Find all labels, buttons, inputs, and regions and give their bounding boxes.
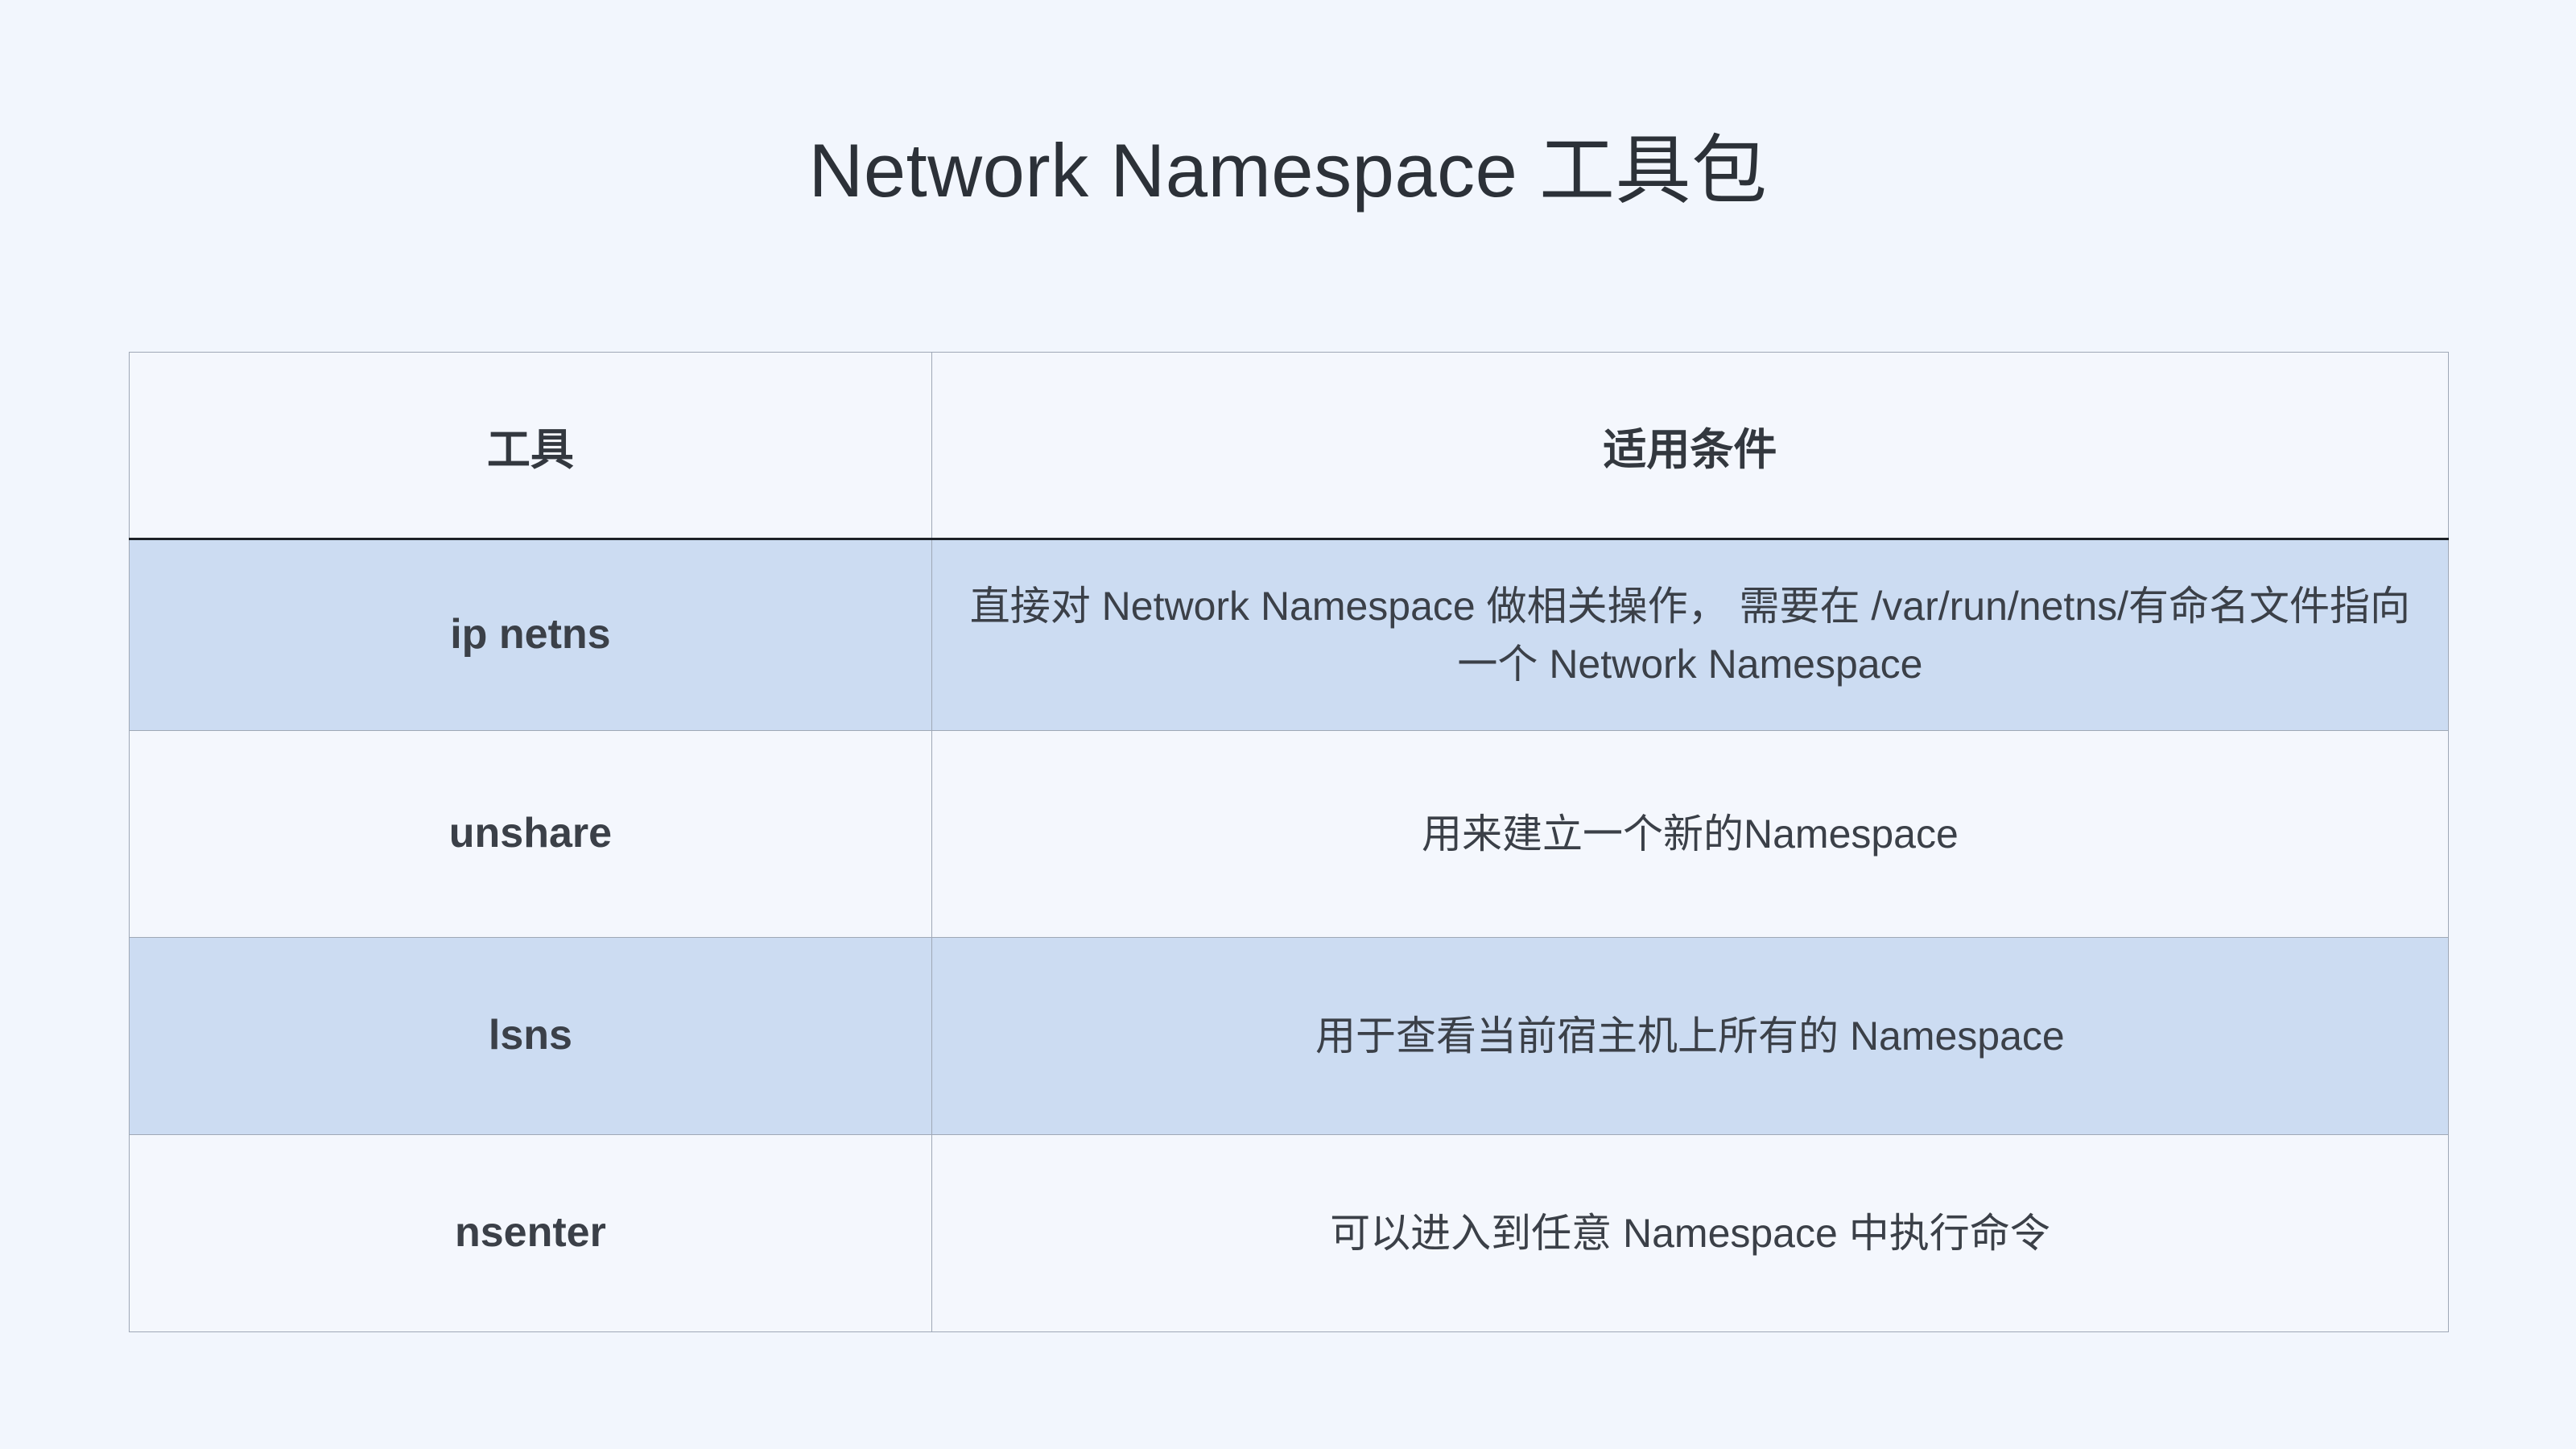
tools-table-container: 工具 适用条件 ip netns 直接对 Network Namespace 做… — [129, 352, 2450, 1332]
cell-condition: 可以进入到任意 Namespace 中执行命令 — [931, 1134, 2450, 1332]
cell-tool-name: ip netns — [129, 539, 932, 731]
cell-condition: 用来建立一个新的Namespace — [931, 730, 2450, 938]
table-header-row: 工具 适用条件 — [129, 352, 2450, 540]
table-row: lsns 用于查看当前宿主机上所有的 Namespace — [129, 937, 2450, 1135]
cell-tool-name: lsns — [129, 937, 932, 1135]
page-title: Network Namespace 工具包 — [808, 127, 1768, 213]
column-header-condition: 适用条件 — [931, 352, 2450, 540]
table-row: nsenter 可以进入到任意 Namespace 中执行命令 — [129, 1134, 2450, 1332]
cell-condition: 用于查看当前宿主机上所有的 Namespace — [931, 937, 2450, 1135]
cell-tool-name: nsenter — [129, 1134, 932, 1332]
tools-table: 工具 适用条件 ip netns 直接对 Network Namespace 做… — [129, 352, 2450, 1332]
table-header: 工具 适用条件 — [129, 352, 2450, 540]
cell-tool-name: unshare — [129, 730, 932, 938]
cell-condition: 直接对 Network Namespace 做相关操作， 需要在 /var/ru… — [931, 539, 2450, 731]
table-row: unshare 用来建立一个新的Namespace — [129, 730, 2450, 938]
table-row: ip netns 直接对 Network Namespace 做相关操作， 需要… — [129, 539, 2450, 731]
column-header-tool: 工具 — [129, 352, 932, 540]
table-body: ip netns 直接对 Network Namespace 做相关操作， 需要… — [129, 539, 2450, 1332]
